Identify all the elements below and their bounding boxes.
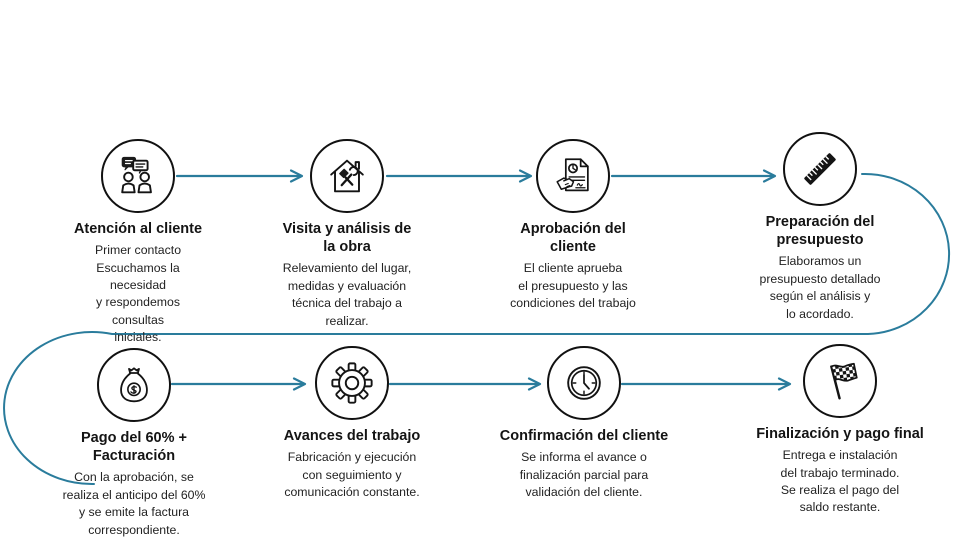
step-description: El cliente aprueba el presupuesto y las … — [510, 261, 636, 311]
flow-arrow — [170, 377, 307, 391]
gear-icon — [331, 362, 373, 404]
step-description: Relevamiento del lugar, medidas y evalua… — [282, 261, 412, 328]
step-description: Fabricación y ejecución con seguimiento … — [284, 450, 420, 500]
step-description: Entrega e instalación del trabajo termin… — [780, 448, 900, 515]
step-description: Se informa el avance o finalización parc… — [519, 450, 649, 500]
step-icon-circle — [310, 139, 384, 213]
step-icon-circle — [97, 348, 171, 422]
checkered-flag-icon — [830, 362, 858, 400]
step-title: Atención al cliente — [73, 221, 203, 237]
step-title: Finalización y pago final — [756, 426, 924, 442]
step-title: Preparación del presupuesto — [765, 214, 875, 249]
step-title: Confirmación del cliente — [499, 428, 669, 444]
flow-arrow — [388, 377, 542, 391]
step-avances-del-trabajo: Avances del trabajo Fabricación y ejecuc… — [257, 346, 447, 501]
step-preparacion-del-presupuesto: Preparación del presupuesto Elaboramos u… — [725, 132, 915, 323]
step-confirmacion-del-cliente: Confirmación del cliente Se informa el a… — [482, 346, 686, 501]
customer-service-icon — [121, 156, 152, 194]
step-icon-circle — [547, 346, 621, 420]
step-title: Avances del trabajo — [283, 428, 421, 444]
flow-arrow — [175, 169, 304, 183]
step-icon-circle — [101, 139, 175, 213]
step-description: Primer contacto Escuchamos la necesidad … — [94, 243, 182, 345]
house-tools-icon — [330, 159, 364, 193]
flow-arrow — [620, 377, 792, 391]
money-bag-icon — [120, 367, 148, 403]
step-atencion-al-cliente: Atención al cliente Primer contacto Escu… — [48, 139, 228, 347]
flow-curve-connector — [3, 172, 951, 486]
flow-arrow — [610, 169, 777, 183]
step-icon-circle — [315, 346, 389, 420]
clock-icon — [567, 366, 601, 400]
step-title: Aprobación del cliente — [520, 221, 626, 256]
flow-arrow — [385, 169, 533, 183]
step-icon-circle — [536, 139, 610, 213]
approval-document-icon — [556, 158, 589, 192]
step-description: Elaboramos un presupuesto detallado segú… — [759, 254, 881, 321]
step-aprobacion-del-cliente: Aprobación del cliente El cliente aprueb… — [473, 139, 673, 313]
step-title: Pago del 60% + Facturación — [81, 430, 187, 465]
step-icon-circle — [803, 344, 877, 418]
ruler-icon — [804, 153, 836, 185]
step-title: Visita y análisis de la obra — [282, 221, 412, 256]
step-finalizacion-y-pago-final: Finalización y pago final Entrega e inst… — [738, 344, 942, 517]
step-pago-60-facturacion: Pago del 60% + Facturación Con la aproba… — [32, 348, 236, 539]
step-icon-circle — [783, 132, 857, 206]
step-visita-y-analisis: Visita y análisis de la obra Relevamient… — [252, 139, 442, 330]
step-description: Con la aprobación, se realiza el anticip… — [62, 470, 206, 537]
